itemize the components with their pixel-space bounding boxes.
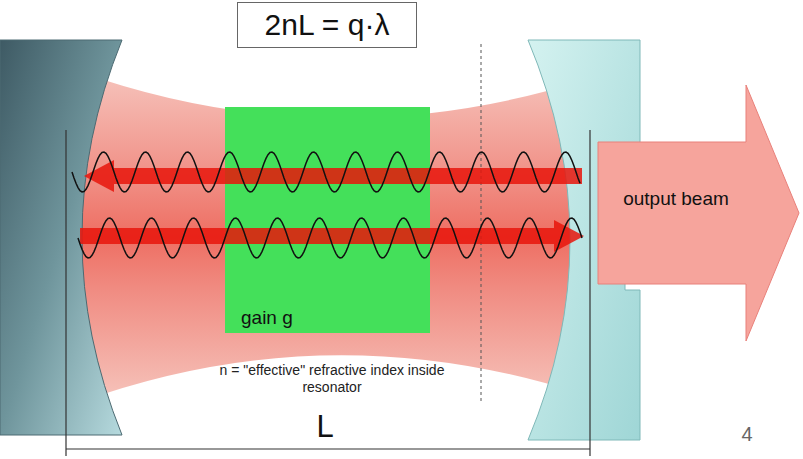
dimension-tick (65, 130, 66, 456)
dimension-tick (589, 130, 590, 456)
gain-medium: gain g (225, 107, 430, 333)
length-label: L (310, 408, 340, 445)
direction-arrow (84, 160, 582, 192)
reference-dashed-line (481, 44, 482, 402)
page-number: 4 (735, 422, 759, 446)
light-wave (78, 218, 582, 258)
beam-region (80, 72, 585, 402)
light-wave (72, 152, 580, 192)
dimension-line (66, 448, 590, 449)
arrow-shape (598, 84, 801, 342)
equation-text: 2nL = q·λ (250, 5, 404, 45)
output-beam-arrow: output beam (598, 84, 801, 342)
direction-arrow (80, 220, 584, 252)
gain-label: gain g (241, 307, 293, 329)
formula-box: 2nL = q·λ (237, 2, 417, 48)
beam-label: output beam (606, 188, 746, 211)
left-mirror (0, 40, 122, 435)
note-text: n = "effective" refractive index inside … (212, 362, 452, 396)
